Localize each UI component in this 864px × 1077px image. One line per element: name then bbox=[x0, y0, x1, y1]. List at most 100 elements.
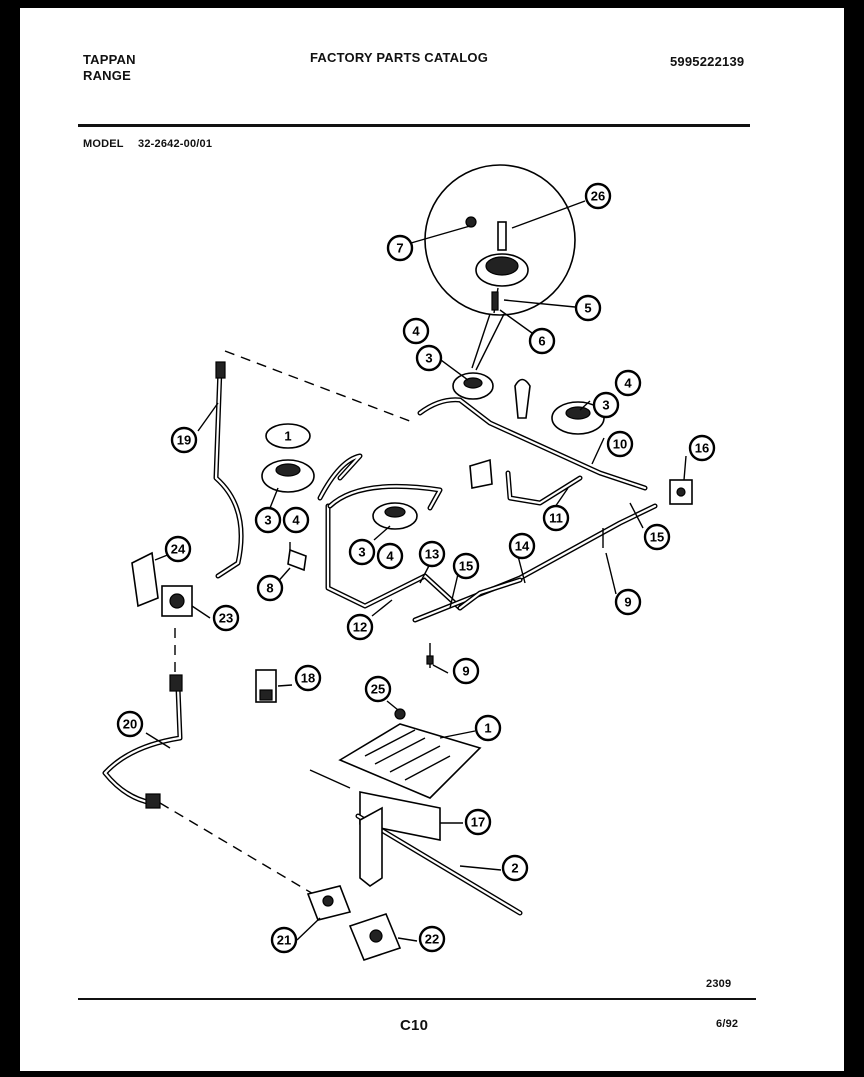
screw-8 bbox=[287, 542, 307, 572]
brand-line-1: TAPPAN bbox=[83, 52, 136, 67]
parts-catalog-sheet: TAPPAN RANGE FACTORY PARTS CATALOG 59952… bbox=[20, 8, 844, 1071]
svg-text:13: 13 bbox=[425, 547, 439, 562]
svg-text:22: 22 bbox=[425, 932, 439, 947]
callout-18: 18 bbox=[294, 664, 322, 692]
svg-text:10: 10 bbox=[613, 437, 627, 452]
callout-5: 5 bbox=[574, 294, 602, 322]
valve-23 bbox=[161, 585, 193, 617]
svg-text:15: 15 bbox=[459, 559, 473, 574]
callout-9-right: 9 bbox=[614, 588, 642, 616]
date-code: 6/92 bbox=[716, 1018, 739, 1030]
callout-3-rear-left: 3 bbox=[415, 344, 443, 372]
callout-16: 16 bbox=[688, 434, 716, 462]
svg-text:3: 3 bbox=[602, 398, 609, 413]
svg-text:6: 6 bbox=[538, 334, 545, 349]
callout-17: 17 bbox=[464, 808, 492, 836]
regulator-16 bbox=[669, 479, 693, 505]
callout-14: 14 bbox=[508, 532, 536, 560]
callout-25: 25 bbox=[364, 675, 392, 703]
bracket-24 bbox=[131, 551, 159, 608]
callout-4-front-left: 4 bbox=[282, 506, 310, 534]
svg-text:1: 1 bbox=[484, 721, 491, 736]
callout-3-front-right: 3 bbox=[348, 538, 376, 566]
callout-4-rear-right: 4 bbox=[614, 369, 642, 397]
callout-2: 2 bbox=[501, 854, 529, 882]
callout-26: 26 bbox=[584, 182, 612, 210]
tube-20 bbox=[102, 674, 183, 809]
callout-15-right: 15 bbox=[643, 523, 671, 551]
svg-text:11: 11 bbox=[549, 511, 563, 526]
callout-4-front-right: 4 bbox=[376, 542, 404, 570]
manifold-tubes bbox=[317, 397, 658, 623]
callout-1: 1 bbox=[474, 714, 502, 742]
broil-burner-2 bbox=[355, 806, 523, 916]
valve-21 bbox=[306, 885, 352, 921]
model-label: MODEL bbox=[83, 138, 124, 150]
callout-23: 23 bbox=[212, 604, 240, 632]
callout-22: 22 bbox=[418, 925, 446, 953]
svg-text:3: 3 bbox=[358, 545, 365, 560]
callout-4-rear-left: 4 bbox=[402, 317, 430, 345]
model-number: 32-2642-00/01 bbox=[138, 138, 213, 150]
tube-19 bbox=[213, 361, 244, 579]
callout-8: 8 bbox=[256, 574, 284, 602]
svg-text:9: 9 bbox=[462, 664, 469, 679]
svg-text:19: 19 bbox=[177, 433, 191, 448]
svg-text:4: 4 bbox=[386, 549, 394, 564]
svg-text:17: 17 bbox=[471, 815, 485, 830]
callout-9-lower: 9 bbox=[452, 657, 480, 685]
callout-6: 6 bbox=[528, 327, 556, 355]
burner-rear-left bbox=[452, 372, 494, 400]
svg-text:26: 26 bbox=[591, 189, 605, 204]
callout-7: 7 bbox=[386, 234, 414, 262]
svg-text:2: 2 bbox=[511, 861, 518, 876]
callout-13: 13 bbox=[418, 540, 446, 568]
callout-1-ring: 1 bbox=[284, 429, 291, 444]
nut-25 bbox=[394, 708, 406, 720]
burner-rear-right bbox=[514, 378, 605, 435]
svg-text:21: 21 bbox=[277, 933, 291, 948]
svg-text:9: 9 bbox=[624, 595, 631, 610]
svg-text:12: 12 bbox=[353, 620, 367, 635]
callout-20: 20 bbox=[116, 710, 144, 738]
svg-text:20: 20 bbox=[123, 717, 137, 732]
leader-lines bbox=[145, 200, 687, 942]
catalog-number: 5995222139 bbox=[670, 54, 745, 69]
dashed-leader-19 bbox=[224, 350, 416, 424]
svg-text:25: 25 bbox=[371, 682, 385, 697]
svg-text:3: 3 bbox=[425, 351, 432, 366]
svg-text:4: 4 bbox=[624, 376, 632, 391]
callout-12: 12 bbox=[346, 613, 374, 641]
dashed-leader-20 bbox=[159, 802, 321, 899]
svg-text:7: 7 bbox=[396, 241, 403, 256]
page-code: C10 bbox=[400, 1017, 429, 1034]
detail-magnifier bbox=[424, 164, 576, 371]
burner-front-right bbox=[372, 502, 418, 530]
catalog-title: FACTORY PARTS CATALOG bbox=[310, 50, 489, 65]
burner-front-left bbox=[261, 423, 315, 493]
drawing-number: 2309 bbox=[706, 978, 732, 990]
footer-rule bbox=[78, 998, 756, 1000]
svg-text:4: 4 bbox=[292, 513, 300, 528]
header-rule bbox=[78, 124, 750, 127]
callout-15-mid: 15 bbox=[452, 552, 480, 580]
svg-text:18: 18 bbox=[301, 671, 315, 686]
svg-text:23: 23 bbox=[219, 611, 233, 626]
svg-text:1: 1 bbox=[284, 429, 291, 444]
svg-text:5: 5 bbox=[584, 301, 591, 316]
svg-text:24: 24 bbox=[171, 542, 186, 557]
svg-text:16: 16 bbox=[695, 441, 709, 456]
svg-text:8: 8 bbox=[266, 581, 273, 596]
callout-10: 10 bbox=[606, 430, 634, 458]
svg-text:4: 4 bbox=[412, 324, 420, 339]
broil-shield-1 bbox=[338, 723, 482, 799]
callout-24: 24 bbox=[164, 535, 192, 563]
bracket-mid bbox=[469, 458, 493, 489]
callout-21: 21 bbox=[270, 926, 298, 954]
svg-text:3: 3 bbox=[264, 513, 271, 528]
exploded-parts-diagram: 26 7 5 6 4 3 4 3 10 16 19 1 3 4 11 15 3 … bbox=[102, 164, 716, 961]
callout-3-rear-right: 3 bbox=[592, 391, 620, 419]
brand-line-2: RANGE bbox=[83, 68, 131, 83]
part-18 bbox=[255, 669, 277, 703]
svg-text:14: 14 bbox=[515, 539, 530, 554]
